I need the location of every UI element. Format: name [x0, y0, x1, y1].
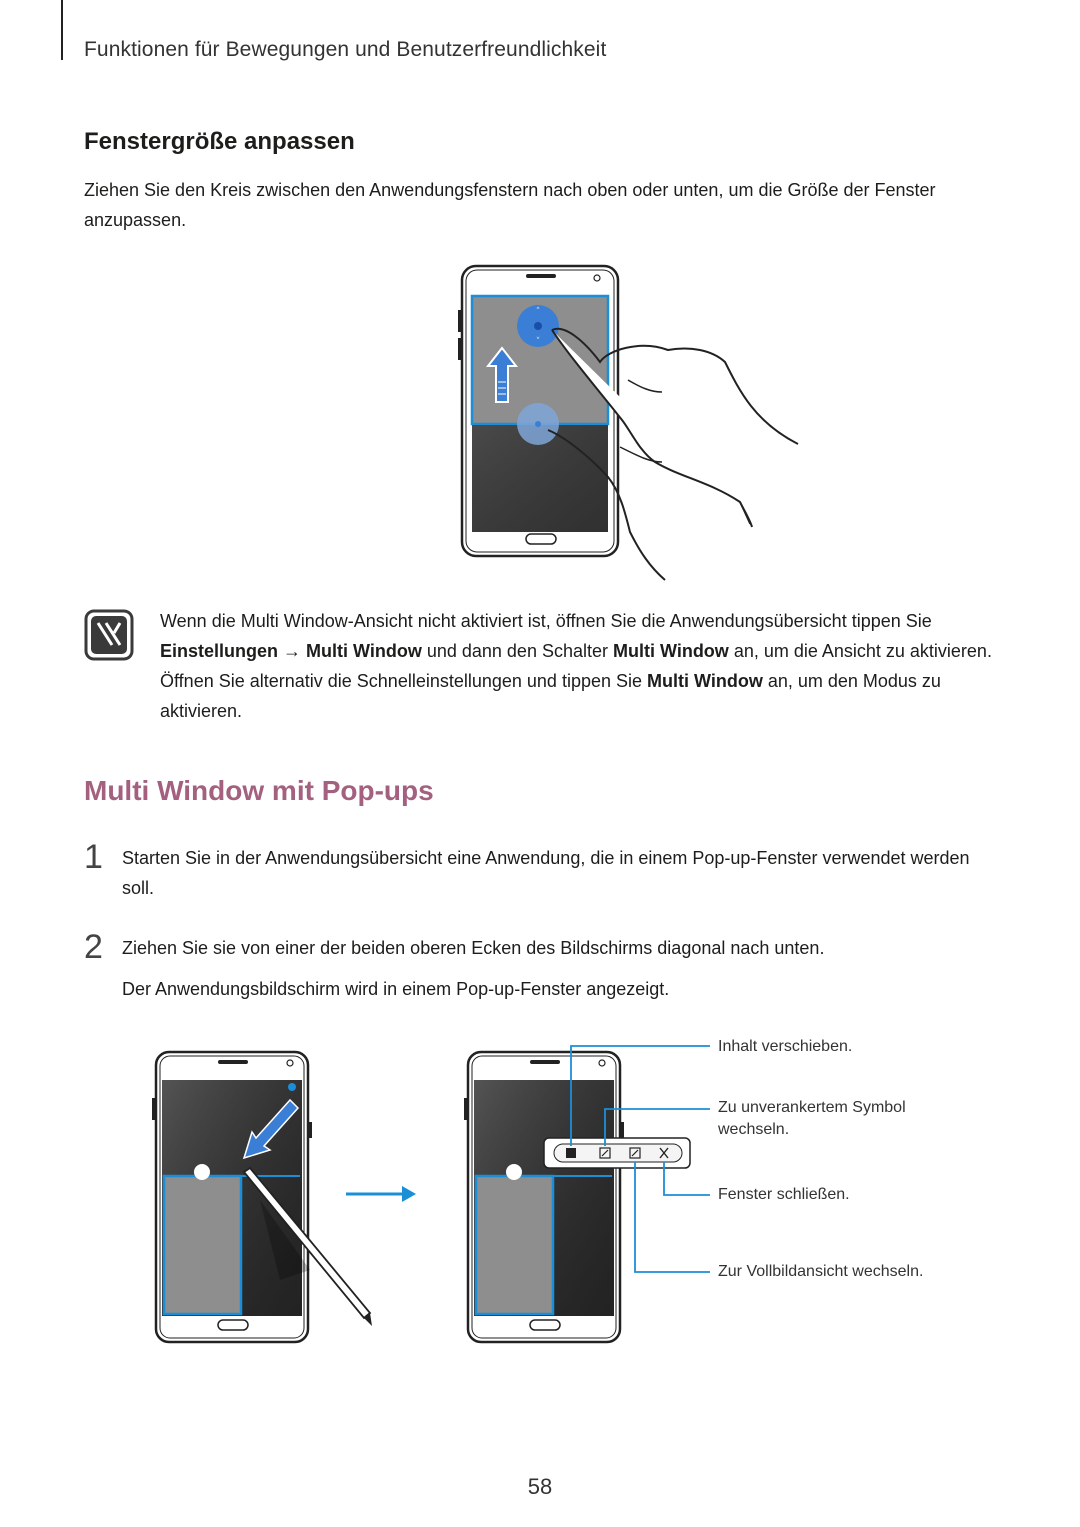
- hand-icon: [551, 327, 799, 445]
- arrow-up-icon: [485, 346, 519, 403]
- note-text: Wenn die Multi Window-Ansicht nicht akti…: [160, 611, 992, 721]
- section-title-popups: Multi Window mit Pop-ups: [84, 775, 434, 806]
- callout-lines: [570, 1045, 710, 1273]
- phone-after: [464, 1050, 691, 1344]
- svg-text:˅: ˅: [536, 337, 541, 347]
- section-title-resize: Fenstergröße anpassen: [84, 128, 355, 155]
- minimize-icon[interactable]: [599, 1147, 611, 1159]
- chapter-header: Funktionen für Bewegungen und Benutzerfr…: [84, 38, 607, 61]
- arrow-diagonal-icon: [242, 1098, 300, 1160]
- multi-window-label: Multi Window: [306, 641, 422, 661]
- callout-floating-icon: Zu unverankertem Symbol wechseln.: [718, 1099, 906, 1138]
- callout-fullscreen: Zur Vollbildansicht wechseln.: [718, 1263, 924, 1280]
- callout-move-content: Inhalt verschieben.: [718, 1038, 853, 1055]
- step-text: Ziehen Sie sie von einer der beiden ober…: [122, 938, 825, 958]
- step-number: 1: [84, 838, 103, 876]
- callout-close-window: Fenster schließen.: [718, 1186, 850, 1203]
- multi-window-switch-label: Multi Window: [613, 641, 729, 661]
- move-content-icon[interactable]: [566, 1148, 576, 1158]
- resize-illustration: ˄ ˅: [458, 264, 799, 581]
- home-button-icon: [525, 533, 557, 545]
- step-number: 2: [84, 928, 103, 966]
- close-icon[interactable]: [659, 1147, 669, 1159]
- step-result-text: Der Anwendungsbildschirm wird in einem P…: [122, 979, 670, 999]
- step-text: Starten Sie in der Anwendungsübersicht e…: [122, 848, 970, 898]
- page-number: 58: [527, 1474, 553, 1499]
- popup-illustration: [152, 1045, 710, 1344]
- multi-window-quick-label: Multi Window: [647, 671, 763, 691]
- phone-before: [152, 1050, 372, 1344]
- note-pencil-icon: [84, 609, 134, 661]
- svg-text:˄: ˄: [536, 307, 541, 317]
- section-body-resize: Ziehen Sie den Kreis zwischen den Anwend…: [84, 180, 936, 230]
- maximize-icon[interactable]: [629, 1147, 641, 1159]
- header-rule: [61, 0, 63, 60]
- speaker-icon: [526, 274, 556, 278]
- settings-label: Einstellungen: [160, 641, 279, 661]
